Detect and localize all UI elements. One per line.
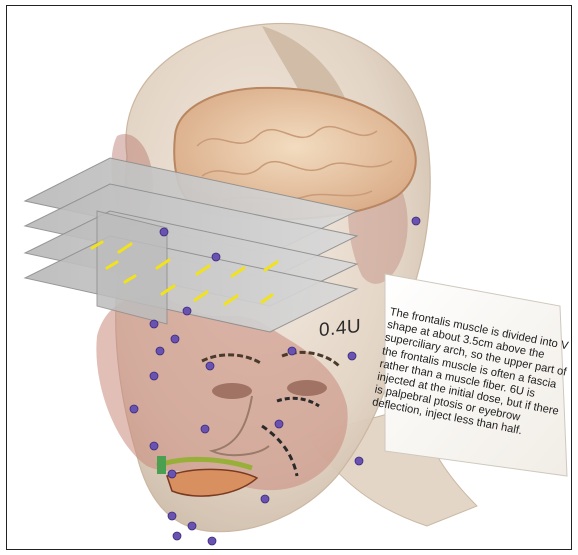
green-marker [157,456,166,474]
landmark-dot [412,217,420,225]
landmark-dot [201,425,209,433]
landmark-dot [355,457,363,465]
note-card [385,274,567,476]
landmark-dot [188,522,196,530]
landmark-dot [150,320,158,328]
landmark-dot [212,253,220,261]
landmark-dot [156,347,164,355]
landmark-dot [208,537,216,545]
landmark-dot [183,307,191,315]
landmark-dot [173,532,181,540]
landmark-dot [168,512,176,520]
dose-label: 0.4U [319,316,361,342]
landmark-dot [206,362,214,370]
landmark-dot [348,352,356,360]
head-illustration [7,6,572,550]
landmark-dot [171,335,179,343]
eye-left [212,383,252,399]
landmark-dot [150,442,158,450]
landmark-dot [288,347,296,355]
landmark-dot [130,405,138,413]
eye-right [287,380,327,396]
landmark-dot [168,470,176,478]
landmark-dot [275,420,283,428]
figure-frame: 0.4U The frontalis muscle is divided int… [6,5,572,550]
landmark-dot [261,495,269,503]
landmark-dot [150,372,158,380]
landmark-dot [160,228,168,236]
